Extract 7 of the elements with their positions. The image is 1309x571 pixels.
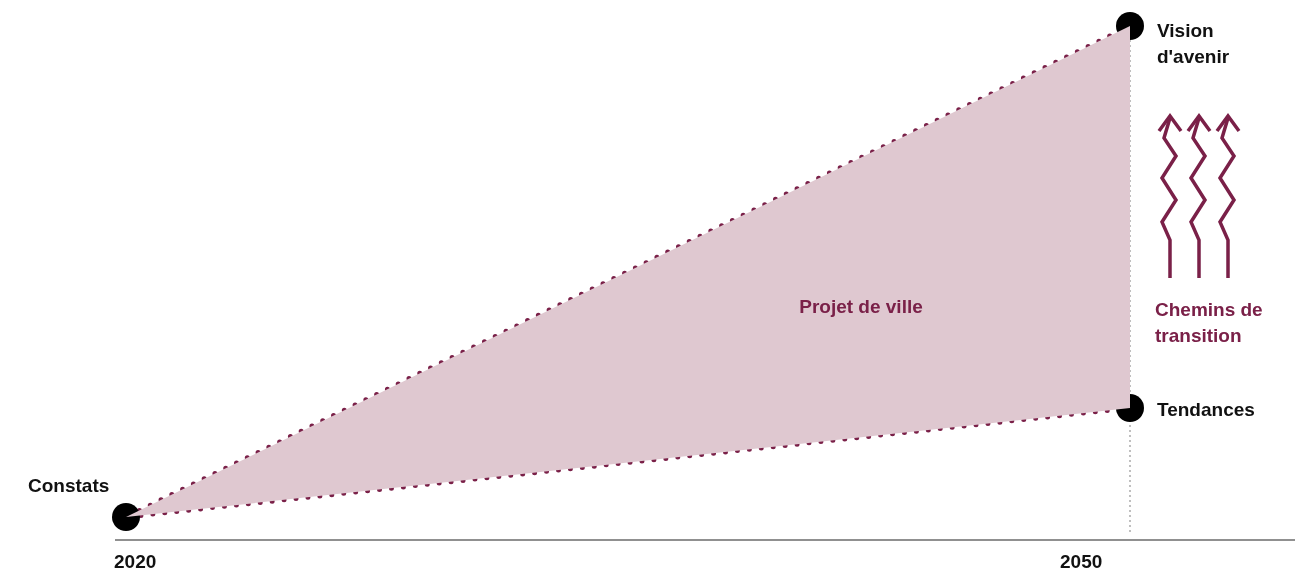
annotation-text: Chemins de transition: [1155, 298, 1264, 348]
area-label: Projet de ville: [798, 295, 924, 319]
milestone-label: Constats: [28, 474, 111, 498]
milestone-label: Tendances: [1157, 398, 1256, 422]
year-label: 2050: [1060, 550, 1104, 571]
milestone-label: Vision d'avenir: [1157, 19, 1231, 69]
year-label: 2020: [114, 550, 158, 571]
